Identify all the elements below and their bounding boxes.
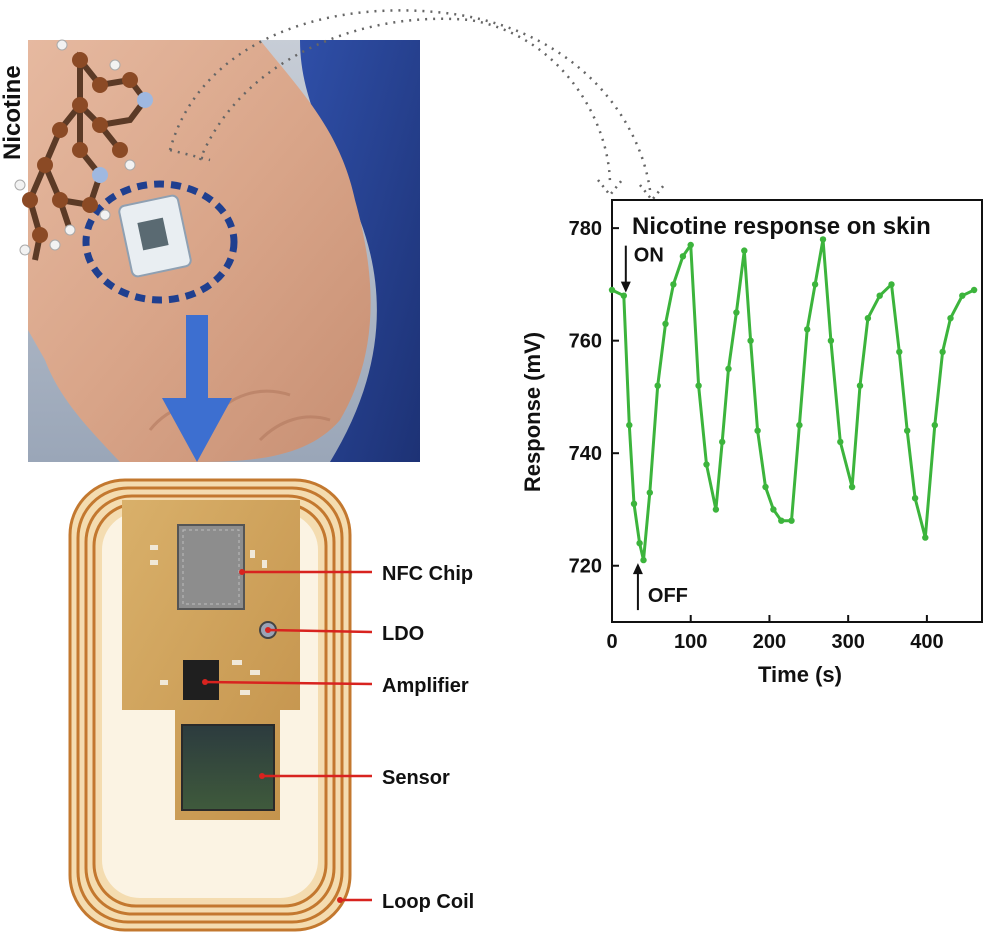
x-tick-label: 100 (674, 631, 707, 653)
data-point (804, 326, 811, 333)
data-point (608, 286, 616, 294)
data-point (876, 292, 883, 299)
part-label-ldo: LDO (382, 623, 424, 645)
x-axis-ticks: 0 100 200 300 400 (606, 615, 944, 653)
data-point (712, 506, 720, 513)
data-point (811, 281, 819, 288)
data-point (911, 495, 919, 502)
data-point (654, 382, 661, 389)
nfc-board (68, 478, 352, 932)
data-point (725, 365, 732, 372)
data-point (626, 421, 633, 429)
data-point (939, 348, 946, 356)
data-point (827, 337, 835, 344)
series-group (608, 236, 978, 564)
data-point (620, 292, 627, 299)
patch-chip (137, 217, 169, 251)
part-label-amplifier: Amplifier (382, 675, 469, 697)
data-point (719, 438, 726, 446)
data-point (670, 281, 677, 288)
y-axis-ticks: 720 740 760 780 (569, 218, 619, 578)
data-point (679, 253, 687, 260)
connector-arrows (168, 9, 652, 191)
y-tick-label: 720 (569, 556, 602, 578)
y-tick-label: 760 (569, 331, 602, 353)
data-point (630, 500, 638, 507)
data-point (646, 489, 653, 496)
data-point (754, 427, 761, 434)
data-point (848, 483, 856, 491)
y-tick-label: 780 (569, 218, 602, 240)
connector-arrowheads (597, 179, 665, 203)
response-chart: Nicotine response on skin Time (s) Respo… (520, 199, 983, 687)
annotation-off: OFF (648, 585, 688, 607)
annotation-group: ON OFF (620, 245, 688, 611)
x-tick-label: 300 (831, 631, 864, 653)
chart-title: Nicotine response on skin (632, 213, 931, 240)
nicotine-molecule: Nicotine (0, 39, 153, 261)
data-point (904, 427, 911, 434)
data-point (819, 236, 827, 243)
data-point (922, 534, 929, 541)
data-point (770, 506, 777, 513)
data-point (762, 483, 769, 491)
part-label-nfc-chip: NFC Chip (382, 563, 473, 585)
data-point (888, 281, 895, 288)
on-arrow-head (620, 281, 631, 293)
data-point (896, 348, 903, 356)
annotation-on: ON (634, 245, 664, 267)
sensor-array (181, 724, 275, 811)
part-callouts (204, 570, 373, 902)
data-point (778, 517, 785, 524)
data-point (947, 315, 954, 322)
x-tick-label: 400 (910, 631, 943, 653)
data-point (788, 517, 795, 524)
down-arrow-icon (162, 315, 232, 462)
data-point (796, 421, 803, 429)
data-point (837, 438, 844, 446)
data-point (856, 382, 864, 389)
x-tick-label: 200 (753, 631, 786, 653)
data-point (640, 556, 647, 564)
plot-frame (611, 199, 983, 623)
amplifier-chip (183, 660, 219, 700)
part-label-sensor: Sensor (382, 767, 450, 789)
off-arrow-head (632, 563, 643, 575)
molecule-label: Nicotine (0, 65, 26, 160)
data-point (733, 309, 740, 316)
x-tick-label: 0 (606, 631, 617, 653)
data-point (747, 337, 754, 344)
highlight-circle (82, 180, 238, 304)
data-point (636, 540, 643, 547)
data-point (687, 241, 694, 249)
x-axis-title: Time (s) (758, 662, 842, 687)
y-tick-label: 740 (569, 443, 602, 465)
data-point (695, 382, 702, 389)
data-point (970, 286, 978, 294)
nfc-chip-package (177, 524, 245, 610)
data-point (741, 247, 748, 254)
data-point (959, 292, 966, 299)
data-point (662, 320, 669, 327)
data-point (703, 461, 710, 468)
y-axis-title: Response (mV) (520, 332, 545, 492)
data-point (931, 421, 938, 429)
part-label-loop-coil: Loop Coil (382, 891, 474, 913)
data-point (864, 315, 872, 322)
